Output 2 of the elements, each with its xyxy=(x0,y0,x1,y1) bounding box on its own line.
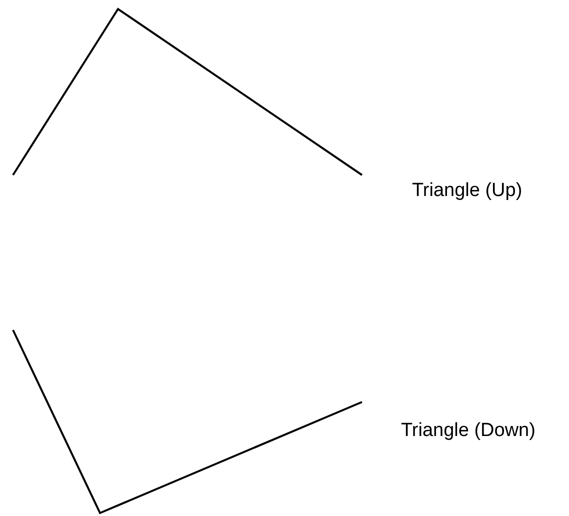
shape-label: Triangle (Down) xyxy=(401,420,536,443)
shape-label: Triangle (Up) xyxy=(412,180,522,203)
